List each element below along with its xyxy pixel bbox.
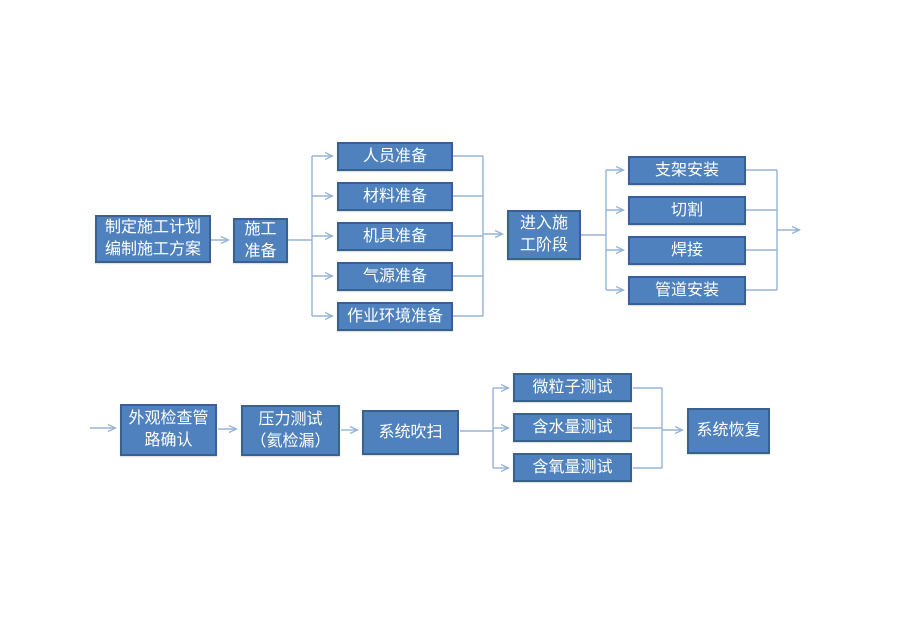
node-pipe-installation: 管道安装 bbox=[628, 276, 746, 305]
stage-branch-connectors bbox=[581, 170, 623, 290]
node-label: 支架安装 bbox=[654, 161, 719, 179]
node-label: 外观检查管 路确认 bbox=[128, 410, 209, 449]
node-label: 含水量测试 bbox=[532, 418, 613, 436]
node-pressure-test-helium-leak: 压力测试 （氦检漏） bbox=[241, 405, 340, 456]
node-material-preparation: 材料准备 bbox=[337, 182, 453, 211]
node-visual-inspection-confirm: 外观检查管 路确认 bbox=[120, 404, 217, 456]
node-label: 材料准备 bbox=[362, 187, 427, 205]
node-label: 压力测试 （氦检漏） bbox=[250, 410, 331, 450]
node-equipment-preparation: 机具准备 bbox=[337, 222, 453, 251]
node-system-recovery: 系统恢复 bbox=[687, 408, 770, 454]
node-system-purge: 系统吹扫 bbox=[362, 410, 459, 455]
node-label: 人员准备 bbox=[362, 147, 427, 165]
node-personnel-preparation: 人员准备 bbox=[337, 142, 453, 171]
node-gas-source-preparation: 气源准备 bbox=[337, 262, 453, 291]
purge-branch-connectors bbox=[460, 388, 508, 468]
node-label: 制定施工计划 编制施工方案 bbox=[104, 219, 201, 258]
test-collect-connectors bbox=[633, 387, 682, 469]
node-label: 管道安装 bbox=[654, 281, 719, 299]
node-cutting: 切割 bbox=[628, 196, 746, 225]
node-bracket-installation: 支架安装 bbox=[628, 156, 746, 185]
node-label: 微粒子测试 bbox=[532, 378, 613, 396]
prep-collect-connectors bbox=[453, 155, 502, 317]
node-label: 含氧量测试 bbox=[532, 458, 613, 476]
node-label: 施工 准备 bbox=[244, 220, 277, 260]
node-moisture-content-test: 含水量测试 bbox=[513, 413, 632, 442]
node-welding: 焊接 bbox=[628, 236, 746, 265]
node-work-environment-preparation: 作业环境准备 bbox=[337, 302, 453, 331]
node-label: 作业环境准备 bbox=[346, 307, 443, 325]
node-label: 机具准备 bbox=[362, 227, 427, 245]
node-label: 焊接 bbox=[670, 241, 703, 259]
prep-branch-connectors bbox=[288, 156, 332, 316]
node-label: 进入施 工阶段 bbox=[519, 215, 568, 254]
node-label: 系统吹扫 bbox=[378, 423, 443, 441]
node-oxygen-content-test: 含氧量测试 bbox=[513, 453, 632, 482]
node-enter-construction-stage: 进入施 工阶段 bbox=[507, 210, 581, 260]
node-label: 气源准备 bbox=[362, 267, 427, 285]
node-label: 切割 bbox=[670, 201, 703, 219]
node-make-construction-plan: 制定施工计划 编制施工方案 bbox=[95, 215, 211, 263]
node-label: 系统恢复 bbox=[696, 422, 761, 440]
stage-collect-connectors bbox=[746, 169, 799, 291]
node-construction-preparation: 施工 准备 bbox=[233, 218, 288, 263]
node-particle-test: 微粒子测试 bbox=[513, 373, 632, 402]
